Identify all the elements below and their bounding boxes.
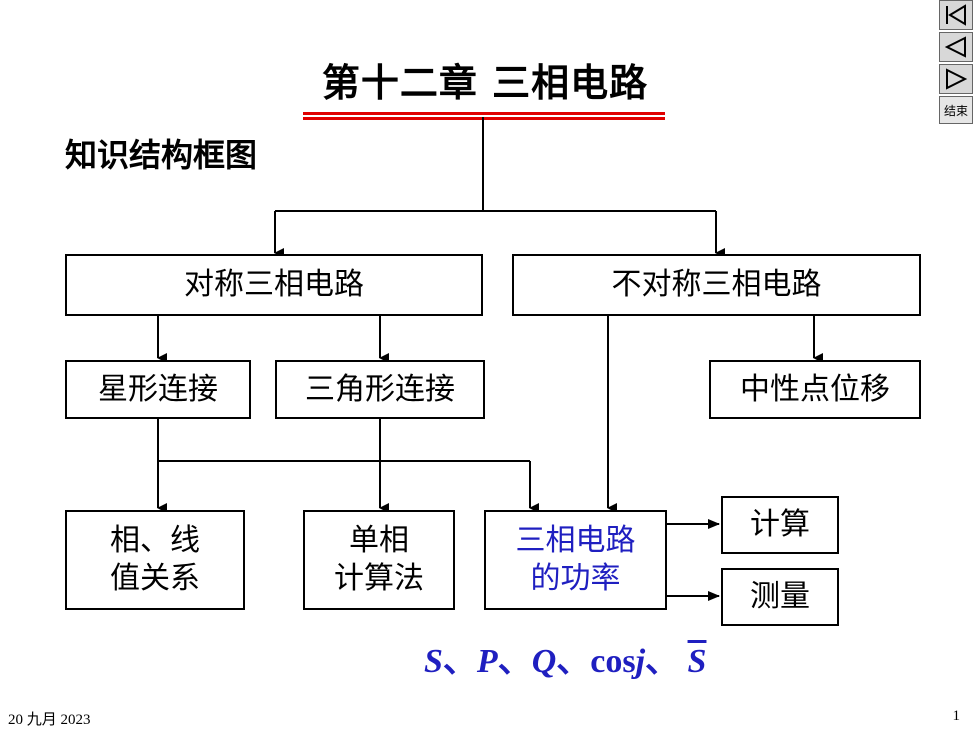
formula-sep-4: 、	[645, 643, 680, 680]
box-three-phase-power: 三相电路 的功率	[484, 510, 667, 610]
triangle-right-icon	[946, 68, 968, 90]
footer-date: 20 九月 2023	[8, 712, 91, 728]
box-star-connection: 星形连接	[65, 360, 251, 419]
end-show-button[interactable]: 结束	[939, 96, 973, 124]
box-phase-line-line2: 值关系	[110, 561, 200, 596]
page-number: 1	[952, 708, 961, 724]
formula-sep-2: 、	[497, 643, 532, 680]
box-calculation: 计算	[721, 496, 839, 554]
first-slide-button[interactable]	[939, 0, 973, 30]
box-power-line2: 的功率	[530, 561, 621, 596]
next-slide-button[interactable]	[939, 64, 973, 94]
power-formula: S、P、Q、cosj、 S	[424, 640, 706, 684]
formula-sep-1: 、	[442, 643, 477, 680]
box-neutral-shift: 中性点位移	[709, 360, 921, 419]
page-title: 第十二章 三相电路	[321, 61, 649, 105]
slide-navigation: 结束	[939, 0, 975, 126]
formula-s: S	[424, 643, 443, 680]
triangle-left-icon	[944, 36, 966, 58]
skip-to-start-icon	[946, 4, 966, 26]
box-delta-connection: 三角形连接	[275, 360, 485, 419]
formula-phi: j	[635, 643, 646, 680]
formula-sep-3: 、	[556, 643, 591, 680]
formula-complex-power: S	[687, 643, 707, 680]
box-asymmetric-circuit: 不对称三相电路	[512, 254, 921, 316]
box-single-phase-method: 单相 计算法	[303, 510, 455, 610]
box-single-phase-line1: 单相	[349, 523, 409, 558]
formula-q: Q	[531, 643, 557, 680]
box-symmetric-circuit: 对称三相电路	[65, 254, 483, 316]
formula-cos: cos	[590, 643, 636, 680]
previous-slide-button[interactable]	[939, 32, 973, 62]
box-power-line1: 三相电路	[515, 523, 636, 558]
box-phase-line-relation: 相、线 值关系	[65, 510, 245, 610]
box-phase-line-line1: 相、线	[110, 523, 200, 558]
diagram-subtitle: 知识结构框图	[65, 136, 258, 174]
title-underline-top	[303, 112, 665, 115]
formula-p: P	[476, 643, 498, 680]
box-single-phase-line2: 计算法	[334, 561, 424, 596]
box-measurement: 测量	[721, 568, 839, 626]
